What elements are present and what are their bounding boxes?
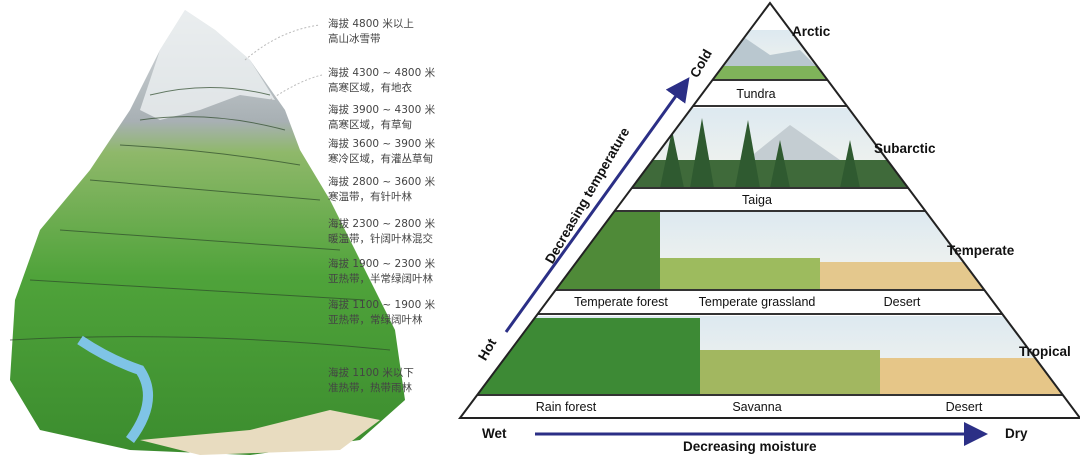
biome-label: Desert [883,295,921,309]
axis-wet-label: Wet [482,426,507,441]
mountain-zone: 海拔 4800 米以上高山冰雪带 [328,18,414,45]
axis-dry-label: Dry [1005,426,1028,441]
zone-label-subarctic: Subarctic [874,141,936,156]
mountain-zone: 海拔 1900 ~ 2300 米亚热带，半常绿阔叶林 [328,258,436,285]
mountain-illustration [9,10,405,455]
mountain-zone: 海拔 3900 ~ 4300 米高寒区域，有草甸 [328,104,436,131]
biome-label: Tundra [736,87,776,101]
biome-label: Savanna [732,400,782,414]
biome-label: Temperate grassland [698,295,816,309]
mountain-zone: 海拔 1100 ~ 1900 米亚热带，常绿阔叶林 [328,299,436,326]
biome-label: Temperate forest [574,295,668,309]
biome-label: Desert [945,400,983,414]
mountain-zone: 海拔 3600 ~ 3900 米寒冷区域，有灌丛草甸 [328,138,436,165]
biome-label: Rain forest [535,400,597,414]
zone-label-arctic: Arctic [792,24,831,39]
mountain-zone: 海拔 4300 ~ 4800 米高寒区域，有地衣 [328,67,436,94]
zone-label-temperate: Temperate [947,243,1015,258]
mountain-zone: 海拔 1100 米以下准热带，热带雨林 [328,367,414,394]
mountain-zone: 海拔 2300 ~ 2800 米暖温带，针阔叶林混交 [328,218,436,245]
biome-label: Taiga [742,193,772,207]
axis-moisture-label: Decreasing moisture [683,439,817,454]
mountain-zone: 海拔 2800 ~ 3600 米寒温带，有针叶林 [328,176,436,203]
zone-label-tropical: Tropical [1019,344,1071,359]
temperature-arrow [504,77,690,333]
